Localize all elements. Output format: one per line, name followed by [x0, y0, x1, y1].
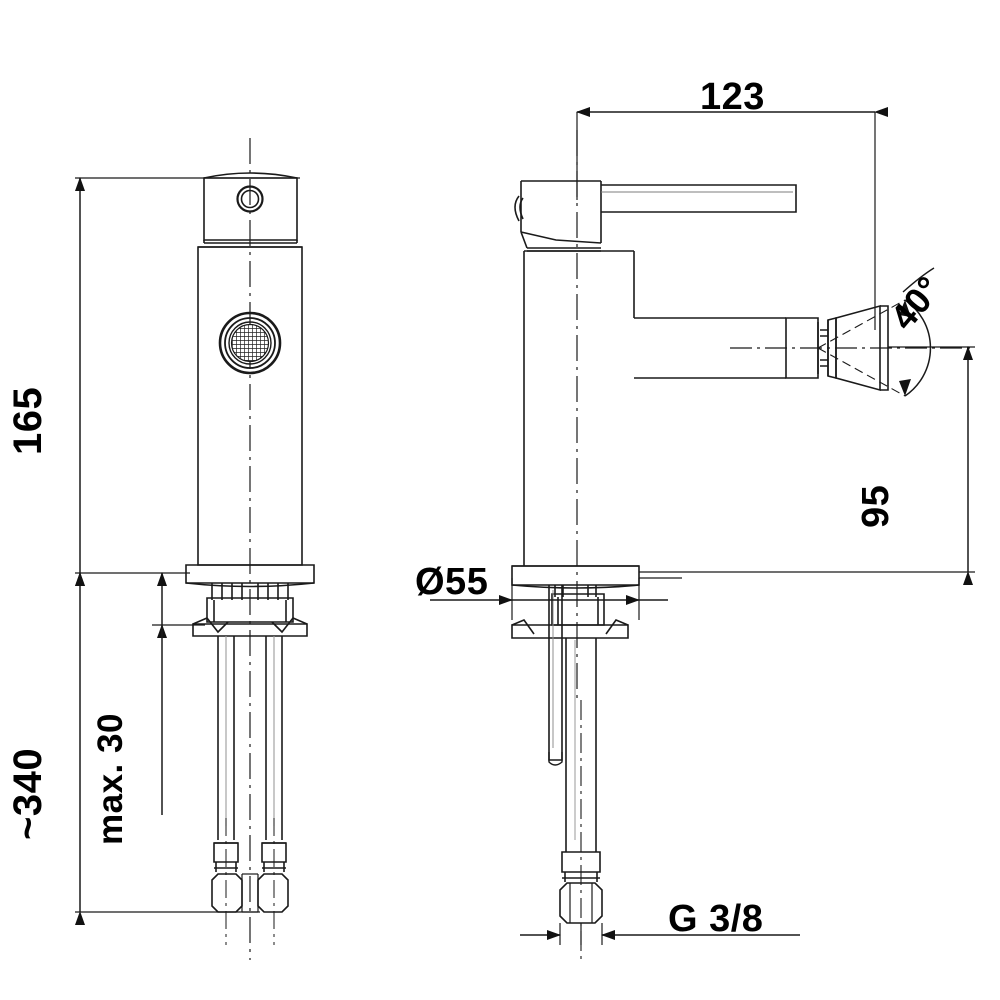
side-view-swivel-envelope: [817, 299, 906, 397]
dimension-label-340: ~340: [6, 747, 50, 840]
front-view-tail-centerlines: [225, 818, 275, 945]
front-view-aerator: [218, 311, 282, 375]
side-view-thread-shank: [551, 585, 605, 626]
dimension-label-95: 95: [855, 484, 897, 528]
dimension-label-diameter-55: Ø55: [415, 561, 489, 603]
front-view-hose-collars: [213, 842, 287, 872]
front-view-fixing-washer: [192, 617, 308, 637]
front-view-supply-tails: [217, 636, 283, 840]
side-view-popup-rod: [548, 585, 563, 766]
dim-40-angle: [899, 267, 935, 397]
side-elevation-view: [511, 130, 975, 960]
side-view-fixing-washer: [511, 619, 629, 639]
front-view-thread-neck: [206, 583, 294, 623]
side-view-lever-handle: [514, 180, 797, 249]
side-view-base-flange: [511, 565, 640, 589]
dimension-label-max30: max. 30: [91, 713, 130, 845]
front-view-hex-nuts: [211, 873, 289, 913]
front-view-dimension-lines: [75, 177, 300, 925]
side-view-body: [523, 250, 635, 566]
dimension-label-165: 165: [6, 386, 50, 455]
front-view-base-flange: [185, 564, 315, 588]
side-view-hex-nut: [559, 882, 603, 924]
dimension-label-thread-g38: G 3/8: [668, 898, 764, 940]
front-view-top-hole: [236, 185, 264, 213]
side-view-supply-tail: [565, 638, 597, 852]
side-view-dimension-lines: [430, 107, 975, 945]
dimension-label-123: 123: [700, 76, 765, 118]
front-elevation-view: [185, 138, 315, 960]
side-view-spout-arm: [634, 317, 786, 379]
